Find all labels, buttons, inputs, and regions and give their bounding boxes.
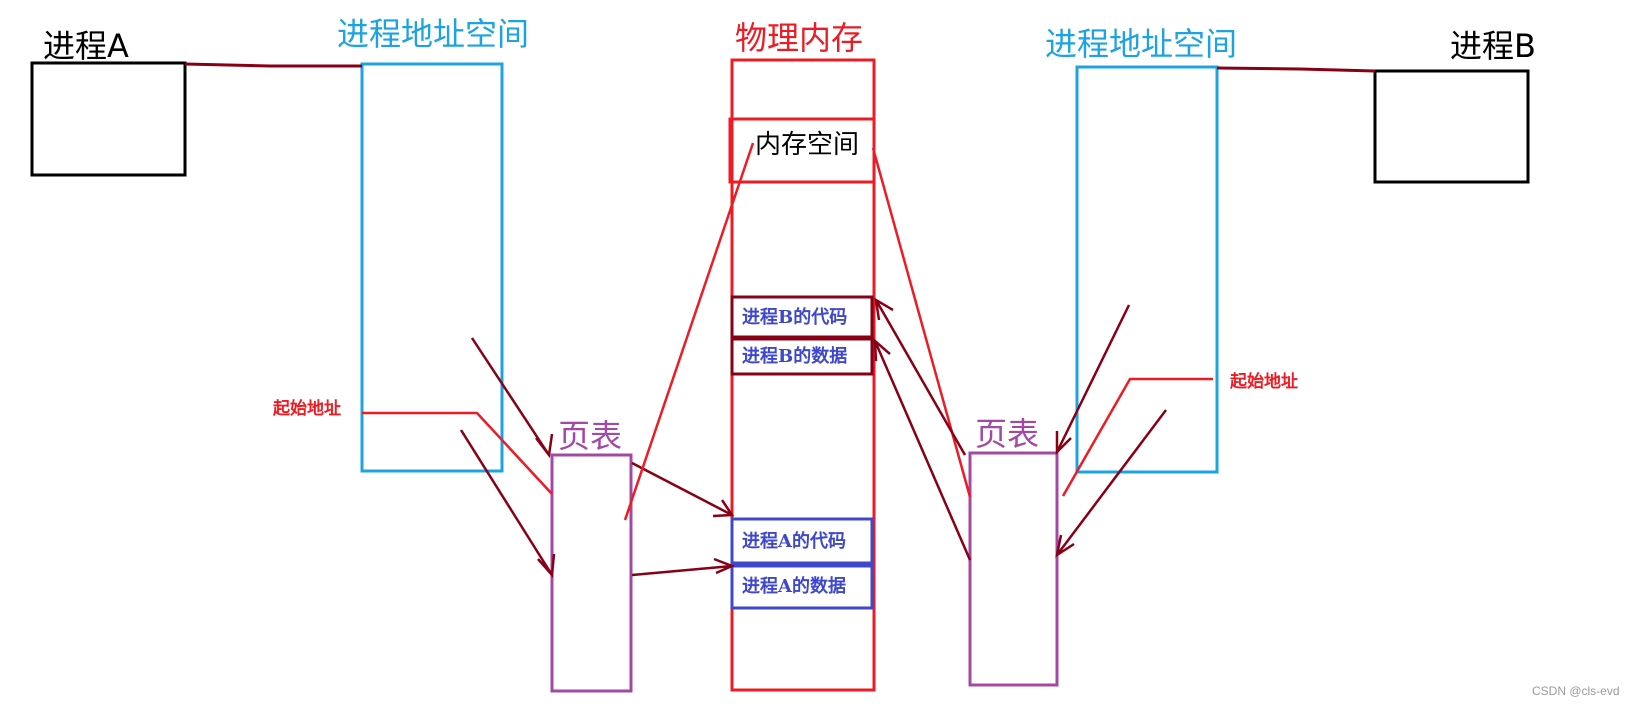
proc-a-data-cell <box>730 564 874 610</box>
watermark: CSDN @cls-evd <box>1532 684 1620 698</box>
process-b-label: 进程B <box>1450 27 1536 65</box>
page-table-left-title: 页表 <box>558 417 623 455</box>
process-a-box <box>30 61 187 177</box>
page-table-left-box <box>550 453 633 693</box>
memory-space-label: 内存空间 <box>755 130 860 160</box>
address-space-right-box <box>1075 65 1219 474</box>
start-address-left-line <box>362 411 553 495</box>
proc-b-code-label: 进程B的代码 <box>742 307 848 328</box>
page-right-to-memory-space-line <box>871 147 972 498</box>
arrowhead <box>712 499 735 518</box>
proc-b-data-label: 进程B的数据 <box>742 346 848 367</box>
addr-to-page-left-arrow-1 <box>470 337 551 456</box>
physical-memory-title: 物理内存 <box>735 19 864 57</box>
arrowhead <box>537 553 556 579</box>
address-space-left-title: 进程地址空间 <box>337 15 530 53</box>
process-a-connector <box>184 62 362 68</box>
proc-a-code-label: 进程A的代码 <box>742 531 846 552</box>
start-address-right-label: 起始地址 <box>1230 372 1298 392</box>
proc-a-code-cell <box>730 517 874 565</box>
page-right-to-b-code-arrow <box>874 299 967 456</box>
addr-to-page-left-arrow-2 <box>459 429 554 576</box>
page-left-to-a-data-arrow <box>631 564 733 577</box>
arrowhead <box>874 297 894 321</box>
page-left-to-memory-space-line <box>623 142 755 521</box>
address-space-right-title: 进程地址空间 <box>1045 25 1238 63</box>
arrowhead <box>1055 534 1075 558</box>
arrowhead <box>535 433 554 459</box>
addr-to-page-right-arrow-2 <box>1056 409 1167 556</box>
process-b-connector <box>1216 66 1376 73</box>
page-table-right-title: 页表 <box>975 415 1040 453</box>
arrowhead <box>873 338 891 362</box>
start-address-left-label: 起始地址 <box>273 399 341 419</box>
page-table-right-box <box>968 451 1059 687</box>
start-address-right-line <box>1061 377 1213 497</box>
arrowhead <box>1055 431 1072 456</box>
proc-b-data-cell <box>730 337 874 376</box>
addr-to-page-right-arrow-1 <box>1055 304 1131 453</box>
address-space-left-box <box>360 62 504 473</box>
proc-a-data-label: 进程A的数据 <box>742 576 846 597</box>
page-right-to-b-data-arrow <box>873 340 972 561</box>
process-a-label: 进程A <box>43 27 129 65</box>
arrowhead <box>713 557 736 575</box>
page-left-to-a-code-arrow <box>631 461 733 517</box>
process-b-box <box>1373 69 1530 184</box>
proc-b-code-cell <box>730 295 874 339</box>
